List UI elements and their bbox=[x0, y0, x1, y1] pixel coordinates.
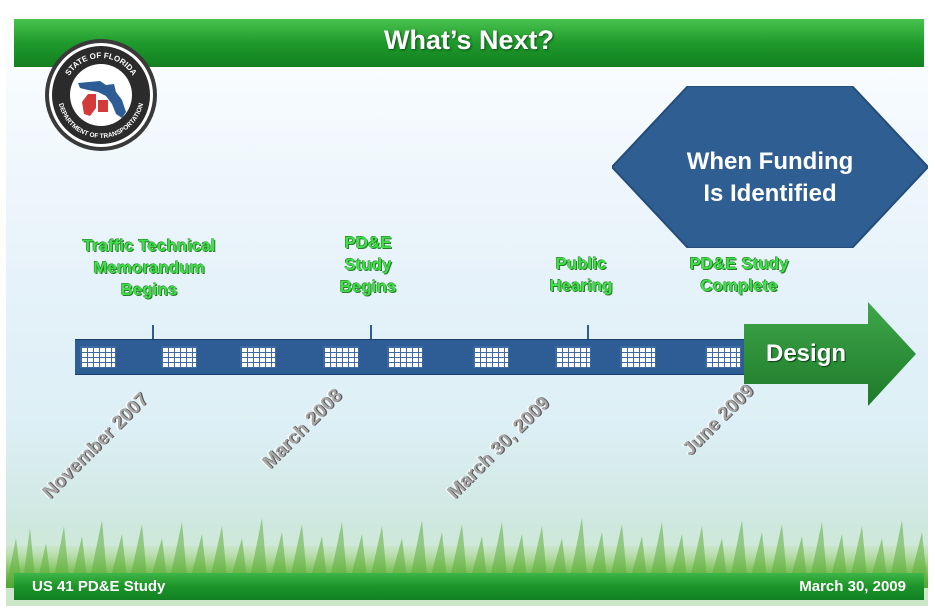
date-label: June 2009 bbox=[678, 380, 759, 461]
date-label: March 30, 2009 bbox=[443, 392, 554, 504]
design-label: Design bbox=[766, 340, 847, 367]
footer-bar: US 41 PD&E Study March 30, 2009 bbox=[14, 573, 924, 600]
footer-study-name: US 41 PD&E Study bbox=[32, 578, 166, 595]
timeline-grid-segment bbox=[387, 346, 423, 368]
timeline-grid-segment bbox=[705, 346, 741, 368]
milestone-line: Begins bbox=[339, 277, 397, 296]
timeline-tick bbox=[152, 325, 154, 339]
milestone-line: PD&E bbox=[344, 233, 392, 252]
milestone-line: PD&E Study bbox=[689, 254, 789, 273]
funding-label: When Funding Is Identified bbox=[612, 146, 928, 210]
timeline-bar bbox=[75, 339, 745, 375]
timeline-grid-segment bbox=[555, 346, 591, 368]
milestone-pde-study-begins: PD&E Study Begins bbox=[318, 232, 418, 298]
milestone-traffic-memo: Traffic Technical Memorandum Begins bbox=[49, 235, 249, 301]
timeline-grid-segment bbox=[620, 346, 656, 368]
footer-date: March 30, 2009 bbox=[799, 578, 906, 595]
milestone-line: Complete bbox=[700, 276, 778, 295]
milestone-line: Hearing bbox=[549, 276, 613, 295]
slide: What’s Next? STATE OF FLORIDA DEPARTMENT… bbox=[6, 6, 928, 606]
funding-octagon-shape bbox=[612, 86, 928, 248]
milestone-line: Study bbox=[344, 255, 392, 274]
timeline-tick bbox=[587, 325, 589, 339]
florida-dot-seal-icon: STATE OF FLORIDA DEPARTMENT OF TRANSPORT… bbox=[45, 39, 157, 151]
timeline-grid-segment bbox=[473, 346, 509, 368]
date-label: March 2008 bbox=[258, 385, 347, 474]
milestone-line: Begins bbox=[120, 280, 178, 299]
milestone-public-hearing: Public Hearing bbox=[526, 253, 636, 297]
milestone-line: Public bbox=[555, 254, 607, 273]
design-arrow-shape bbox=[744, 302, 916, 406]
title-bar: What’s Next? bbox=[14, 19, 924, 67]
milestone-pde-study-complete: PD&E Study Complete bbox=[669, 253, 809, 297]
slide-title: What’s Next? bbox=[383, 25, 554, 55]
timeline-grid-segment bbox=[323, 346, 359, 368]
milestone-line: Traffic Technical bbox=[82, 236, 216, 255]
date-label: November 2007 bbox=[38, 389, 153, 504]
funding-line-2: Is Identified bbox=[703, 180, 837, 207]
funding-line-1: When Funding bbox=[686, 148, 854, 175]
timeline-tick bbox=[370, 325, 372, 339]
timeline-grid-segment bbox=[240, 346, 276, 368]
timeline-grid-segment bbox=[161, 346, 197, 368]
milestone-line: Memorandum bbox=[93, 258, 205, 277]
timeline-grid-segment bbox=[80, 346, 116, 368]
